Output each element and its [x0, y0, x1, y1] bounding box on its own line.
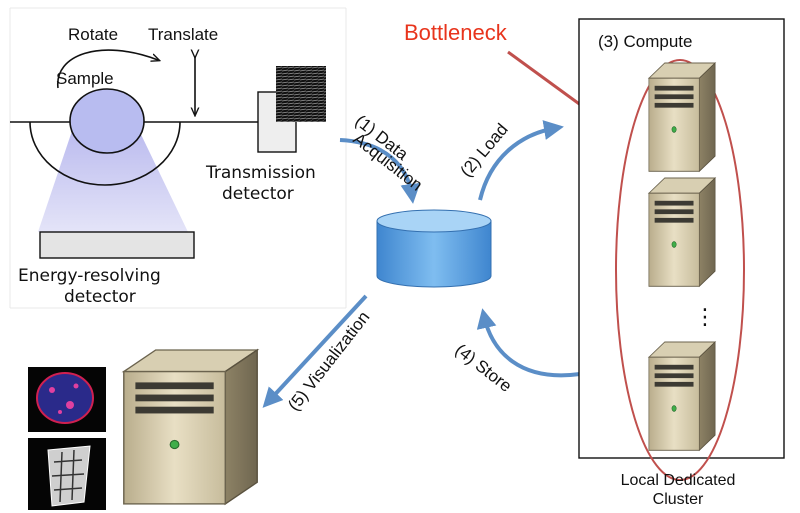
cluster-server-1 [648, 62, 716, 172]
translate-label: Translate [148, 25, 218, 44]
transmission-label: Transmission [205, 163, 316, 183]
load-arrow [478, 120, 564, 201]
cluster-label-2: Cluster [653, 491, 704, 508]
visualization-station [28, 349, 258, 510]
step-4-label: (4) Store [452, 340, 516, 396]
ellipsis-dots: ⋮ [694, 304, 716, 329]
energy-detector-label-2: detector [64, 287, 136, 307]
step-5-label: (5) Visualization [284, 308, 373, 415]
step-2-label: (2) Load [457, 120, 512, 181]
fluorescence-beam [38, 122, 188, 232]
bottleneck-label: Bottleneck [404, 20, 508, 45]
transmission-image [276, 66, 326, 122]
energy-detector-box [39, 231, 195, 259]
cluster-server-2 [648, 177, 716, 287]
experiment-setup: Rotate Translate Sample Transmission det… [9, 7, 347, 309]
cluster-panel: (3) Compute ⋮ Local Dedicated Cluster [578, 18, 785, 508]
acquisition-arrow [339, 138, 421, 204]
cluster-server-3 [648, 341, 716, 451]
sample-label: Sample [56, 69, 114, 88]
storage-cylinder [376, 209, 492, 288]
rotate-arrow [57, 49, 158, 89]
transmission-label-2: detector [222, 184, 294, 204]
tomography-thumbnail [28, 438, 106, 510]
energy-detector-label: Energy-resolving [18, 266, 161, 286]
visualization-arrow [262, 294, 368, 408]
sample-shape [69, 88, 145, 154]
store-arrow [476, 308, 581, 378]
rotation-stage-arc [29, 121, 181, 186]
fluorescence-thumbnail [28, 367, 106, 432]
visualization-server [123, 349, 258, 505]
rotate-label: Rotate [68, 25, 118, 44]
compute-label: (3) Compute [598, 32, 692, 51]
transmission-detector [257, 66, 326, 153]
cluster-label: Local Dedicated [621, 472, 736, 489]
cluster-ring [615, 59, 745, 481]
